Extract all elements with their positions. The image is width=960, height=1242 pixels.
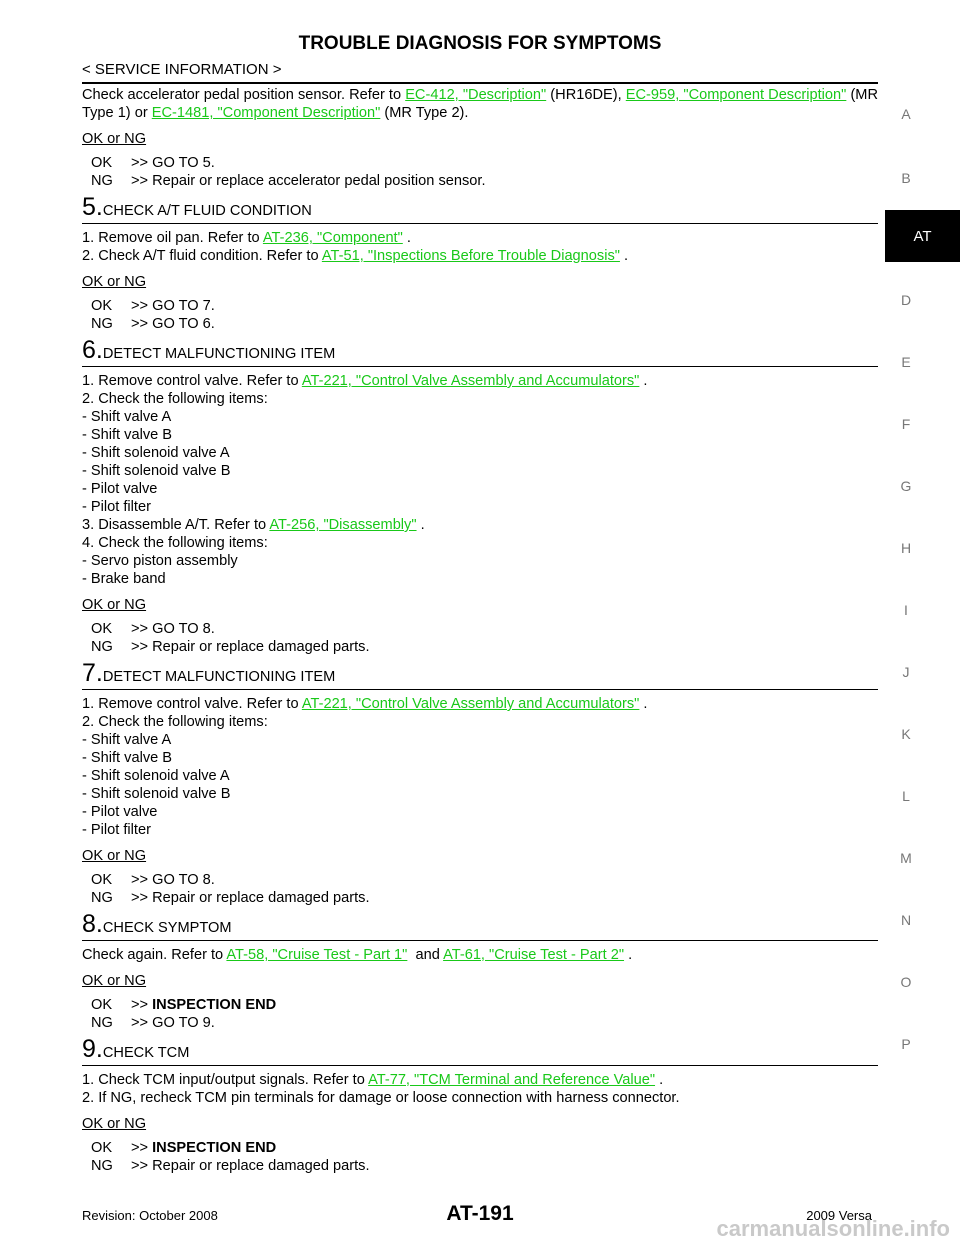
result-ng: NG>> Repair or replace damaged parts. [91, 639, 370, 655]
list-item: - Pilot filter [82, 499, 151, 515]
revision-date: Revision: October 2008 [82, 1208, 218, 1223]
link-at-51[interactable]: AT-51, "Inspections Before Trouble Diagn… [321, 248, 620, 264]
ok-or-ng-label: OK or NG [82, 973, 147, 989]
list-item: - Shift valve B [82, 427, 173, 443]
section-letter[interactable]: J [902, 664, 910, 680]
result-ng: NG>> Repair or replace damaged parts. [91, 1158, 370, 1174]
list-item: - Pilot valve [82, 804, 158, 820]
link-at-77[interactable]: AT-77, "TCM Terminal and Reference Value… [368, 1072, 656, 1088]
document-body: Check accelerator pedal position sensor.… [82, 86, 878, 1175]
step-6-header: 6. DETECT MALFUNCTIONING ITEM [82, 338, 878, 367]
section-letter[interactable]: E [901, 354, 911, 370]
ok-or-ng-label: OK or NG [82, 1116, 147, 1132]
step-6-line-4: 4. Check the following items: [82, 535, 268, 551]
step-5-header: 5. CHECK A/T FLUID CONDITION [82, 195, 878, 224]
step-6-line-1: 1. Remove control valve. Refer to AT-221… [82, 373, 648, 389]
section-letter[interactable]: N [900, 912, 912, 928]
step-number: 8. [82, 910, 103, 938]
link-ec-959[interactable]: EC-959, "Component Description" [625, 87, 847, 103]
result-ok: OK>> INSPECTION END [91, 1140, 277, 1156]
intro-text: Check accelerator pedal position sensor.… [82, 87, 406, 103]
link-at-236[interactable]: AT-236, "Component" [262, 230, 403, 246]
result-ng: NG>> GO TO 9. [91, 1015, 215, 1031]
step-number: 9. [82, 1035, 103, 1063]
link-at-221[interactable]: AT-221, "Control Valve Assembly and Accu… [301, 696, 640, 712]
step-9-line-2: 2. If NG, recheck TCM pin terminals for … [82, 1090, 680, 1106]
list-item: - Servo piston assembly [82, 553, 238, 569]
section-letter[interactable]: O [900, 974, 912, 990]
step-title: CHECK TCM [102, 1045, 190, 1061]
step-number: 5. [82, 193, 103, 221]
ok-or-ng-label: OK or NG [82, 274, 147, 290]
step-7-line-1: 1. Remove control valve. Refer to AT-221… [82, 696, 648, 712]
step-6-line-2: 2. Check the following items: [82, 391, 268, 407]
intro-text: (MR Type 1) or [82, 87, 879, 121]
ok-or-ng-label: OK or NG [82, 131, 147, 147]
list-item: - Pilot valve [82, 481, 158, 497]
list-item: - Shift valve A [82, 409, 172, 425]
page-number: AT-191 [446, 1202, 514, 1225]
step-7-line-2: 2. Check the following items: [82, 714, 268, 730]
step-number: 7. [82, 659, 103, 687]
ok-or-ng-label: OK or NG [82, 597, 147, 613]
section-subtitle: < SERVICE INFORMATION > [82, 61, 282, 78]
step-9-line-1: 1. Check TCM input/output signals. Refer… [82, 1072, 664, 1088]
section-letter[interactable]: B [901, 170, 911, 186]
list-item: - Shift solenoid valve B [82, 786, 231, 802]
section-letter[interactable]: M [900, 850, 912, 866]
intro-text: (MR Type 2). [380, 105, 469, 121]
header-divider [82, 82, 878, 84]
result-ok: OK>> GO TO 8. [91, 621, 215, 637]
step-title: CHECK A/T FLUID CONDITION [102, 203, 312, 219]
section-letter[interactable]: K [901, 726, 911, 742]
step-6-line-3: 3. Disassemble A/T. Refer to AT-256, "Di… [82, 517, 425, 533]
step-5-line-1: 1. Remove oil pan. Refer to AT-236, "Com… [82, 230, 411, 246]
link-at-221[interactable]: AT-221, "Control Valve Assembly and Accu… [301, 373, 640, 389]
step-8-header: 8. CHECK SYMPTOM [82, 912, 878, 941]
link-at-58[interactable]: AT-58, "Cruise Test - Part 1" [226, 947, 408, 963]
section-letter[interactable]: P [901, 1036, 911, 1052]
section-letter[interactable]: F [901, 416, 911, 432]
result-ok: OK>> INSPECTION END [91, 997, 277, 1013]
step-number: 6. [82, 336, 103, 364]
result-ok: OK>> GO TO 5. [91, 155, 215, 171]
section-letter[interactable]: G [900, 478, 912, 494]
intro-text: (HR16DE), [546, 87, 626, 103]
section-letter[interactable]: H [900, 540, 912, 556]
step-9-header: 9. CHECK TCM [82, 1037, 878, 1066]
intro-paragraph: Check accelerator pedal position sensor.… [82, 86, 878, 122]
list-item: - Shift solenoid valve B [82, 463, 231, 479]
page-title: TROUBLE DIAGNOSIS FOR SYMPTOMS [298, 33, 662, 54]
section-letter[interactable]: D [900, 292, 912, 308]
step-title: DETECT MALFUNCTIONING ITEM [102, 346, 336, 362]
result-ok: OK>> GO TO 7. [91, 298, 215, 314]
list-item: - Shift solenoid valve A [82, 445, 230, 461]
list-item: - Brake band [82, 571, 166, 587]
result-ng: NG>> Repair or replace damaged parts. [91, 890, 370, 906]
list-item: - Shift valve B [82, 750, 173, 766]
section-letter[interactable]: L [902, 788, 910, 804]
link-at-256[interactable]: AT-256, "Disassembly" [269, 517, 417, 533]
result-ng: NG>> Repair or replace accelerator pedal… [91, 173, 486, 189]
step-title: DETECT MALFUNCTIONING ITEM [102, 669, 336, 685]
section-letter[interactable]: A [901, 106, 911, 122]
step-title: CHECK SYMPTOM [102, 920, 232, 936]
section-letter[interactable]: I [904, 602, 908, 618]
model-year: 2009 Versa [806, 1208, 872, 1223]
link-at-61[interactable]: AT-61, "Cruise Test - Part 2" [443, 947, 625, 963]
ok-or-ng-label: OK or NG [82, 848, 147, 864]
result-ng: NG>> GO TO 6. [91, 316, 215, 332]
section-tab-at[interactable]: AT [885, 210, 960, 262]
result-ok: OK>> GO TO 8. [91, 872, 215, 888]
step-5-line-2: 2. Check A/T fluid condition. Refer to A… [82, 248, 629, 264]
watermark: carmanualsonline.info [716, 1216, 951, 1241]
link-ec-412[interactable]: EC-412, "Description" [405, 87, 547, 103]
list-item: - Shift solenoid valve A [82, 768, 230, 784]
link-ec-1481[interactable]: EC-1481, "Component Description" [151, 105, 381, 121]
list-item: - Shift valve A [82, 732, 172, 748]
step-7-header: 7. DETECT MALFUNCTIONING ITEM [82, 661, 878, 690]
list-item: - Pilot filter [82, 822, 151, 838]
step-8-line-1: Check again. Refer to AT-58, "Cruise Tes… [82, 947, 633, 963]
